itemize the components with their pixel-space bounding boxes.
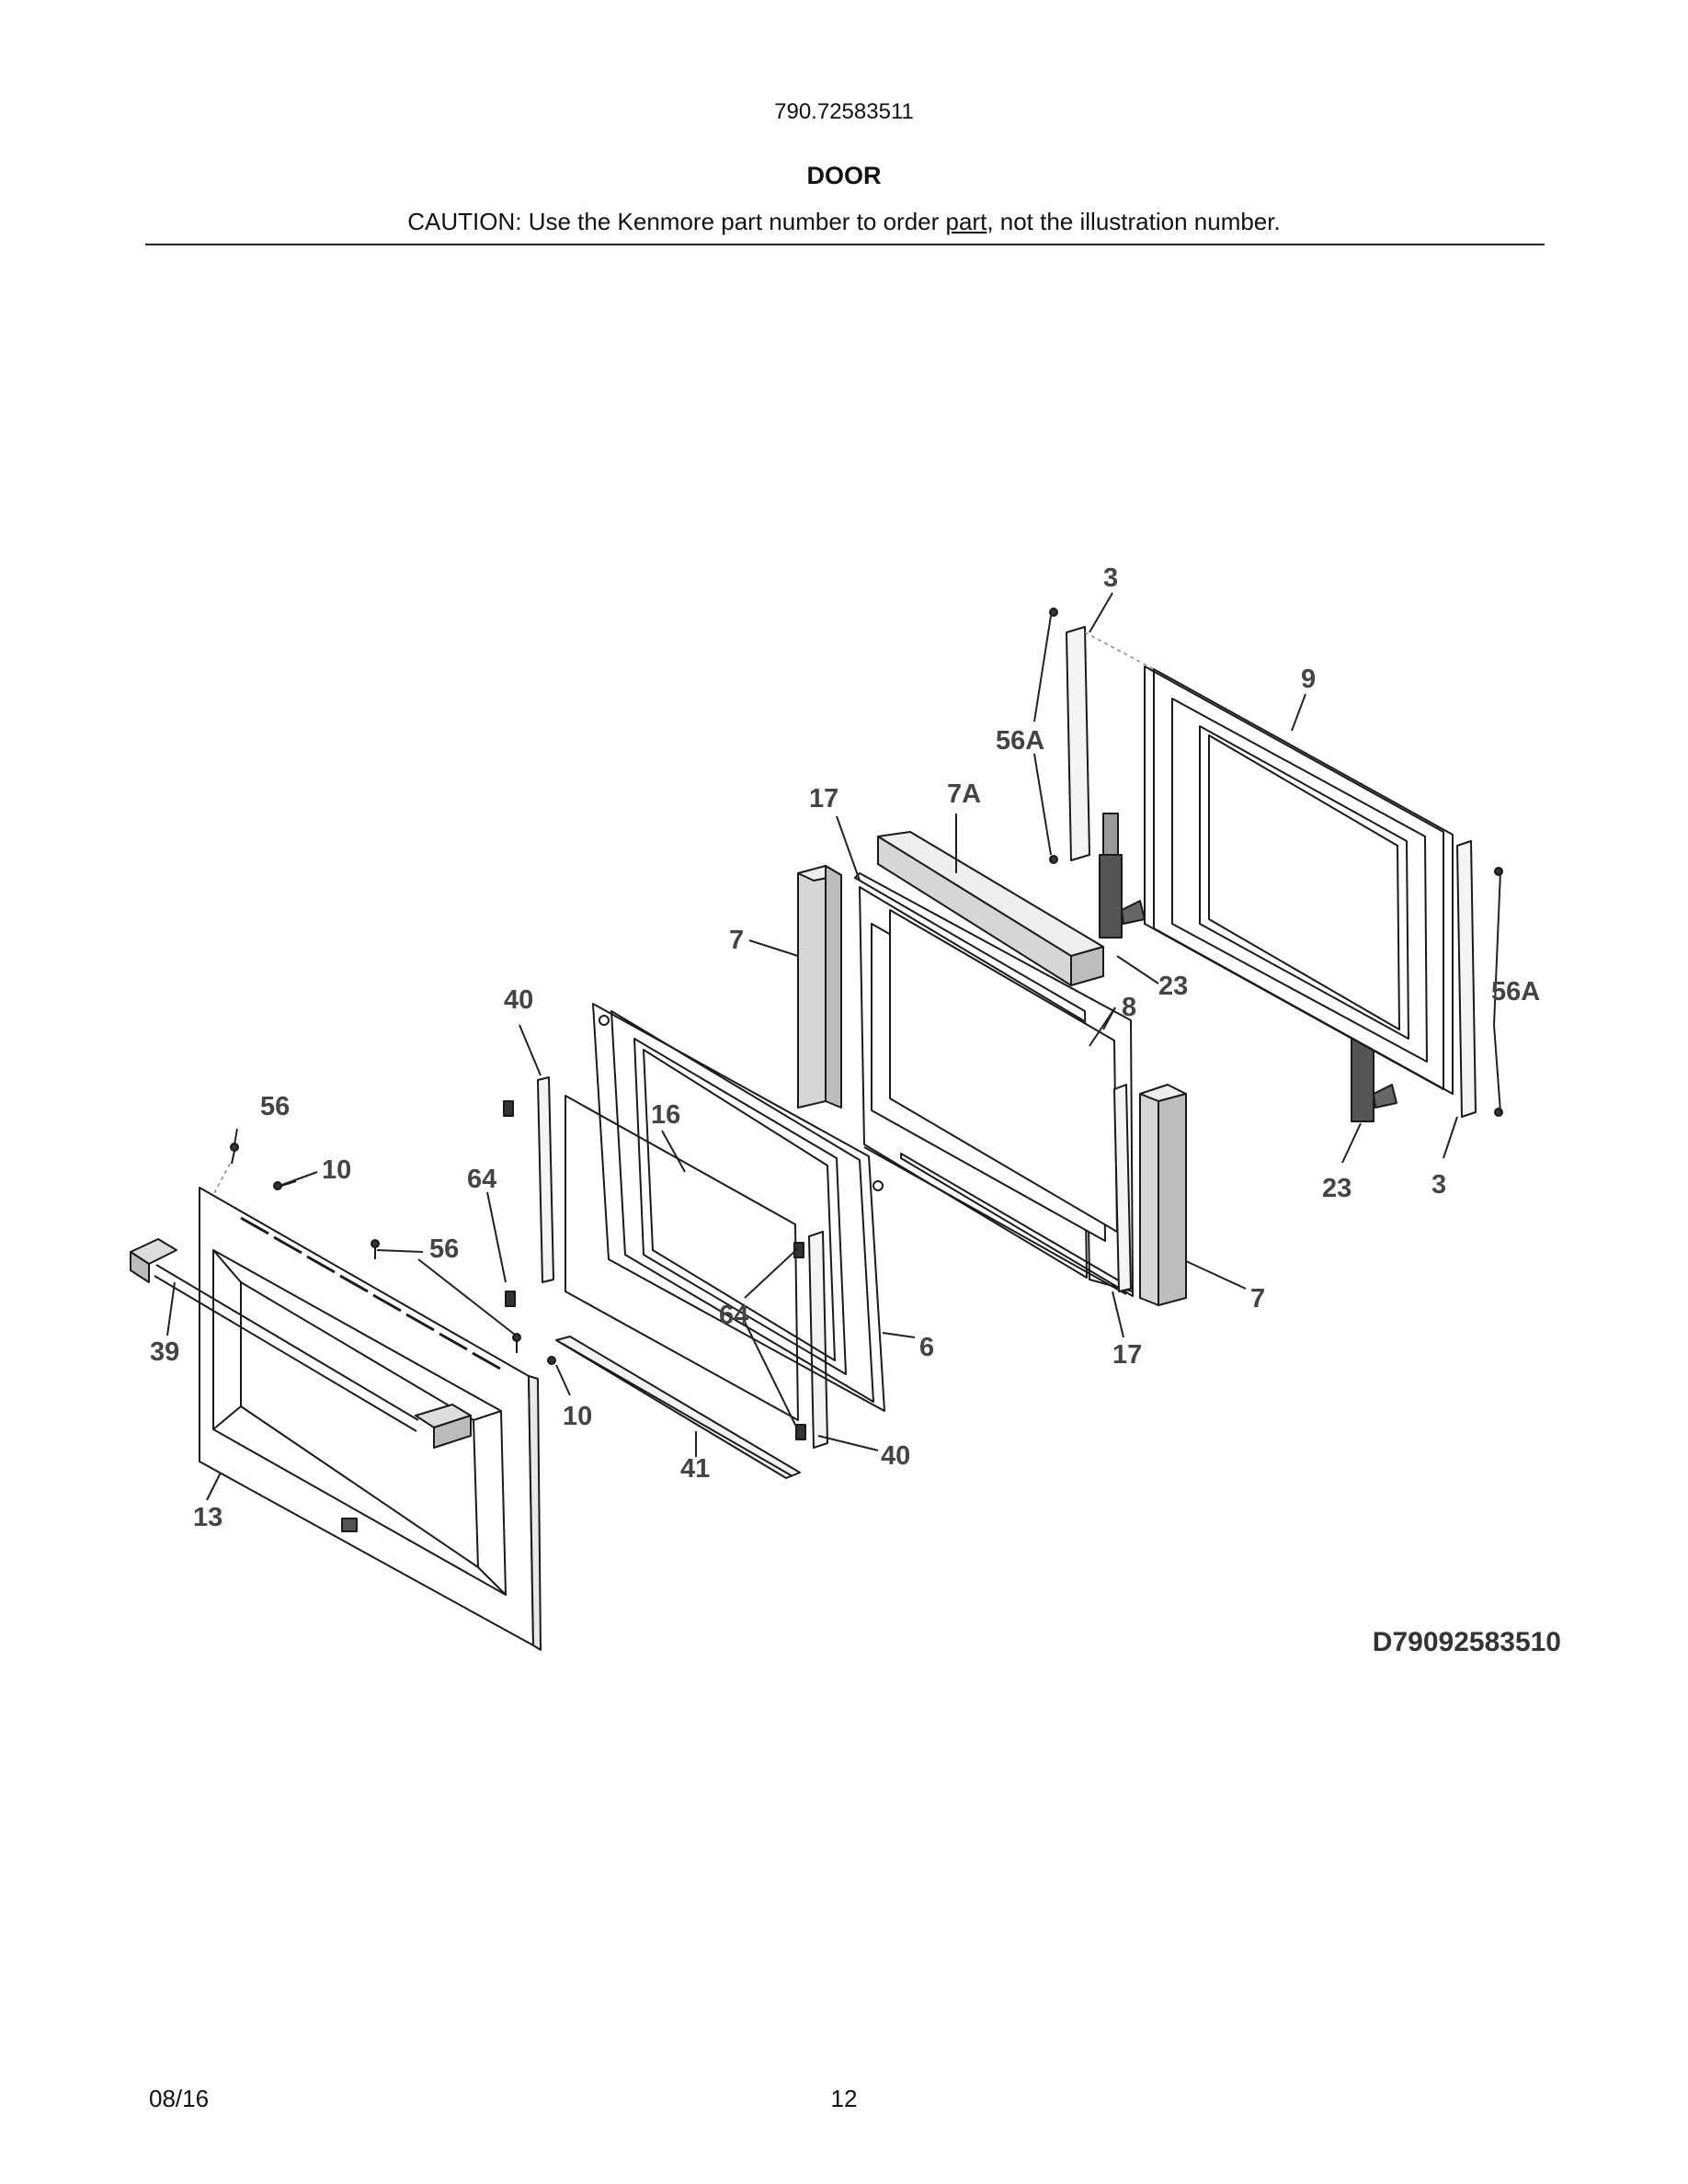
callout-10-top: 10 xyxy=(322,1155,351,1185)
callout-64-left: 64 xyxy=(467,1165,496,1194)
callout-39: 39 xyxy=(150,1337,179,1367)
door-handle xyxy=(130,1238,472,1449)
callout-6: 6 xyxy=(919,1333,934,1362)
callout-56A-left: 56A xyxy=(996,726,1044,756)
outer-door-panel xyxy=(199,1187,542,1651)
inner-door-frame xyxy=(1144,665,1454,1095)
caution-prefix: CAUTION: Use the Kenmore part number to … xyxy=(407,208,946,235)
callout-16: 16 xyxy=(651,1100,680,1130)
footer-date: 08/16 xyxy=(149,2085,210,2112)
callout-23-top: 23 xyxy=(1158,972,1188,1001)
callout-9: 9 xyxy=(1301,665,1316,694)
callout-10-bottom: 10 xyxy=(563,1402,592,1431)
page-number: 12 xyxy=(830,2085,858,2112)
callout-56A-right: 56A xyxy=(1491,977,1540,1007)
caution-underlined-word: part xyxy=(945,208,987,235)
callout-7-left: 7 xyxy=(729,926,744,955)
callout-7-right: 7 xyxy=(1250,1284,1265,1314)
insulation-right xyxy=(1139,1084,1187,1306)
caution-suffix: , not the illustration number. xyxy=(987,208,1281,235)
callout-41: 41 xyxy=(680,1454,710,1484)
callout-56-top: 56 xyxy=(260,1092,290,1121)
hinge-left xyxy=(1099,813,1146,938)
callout-3-top: 3 xyxy=(1103,563,1118,593)
callout-17-bottom: 17 xyxy=(1112,1340,1142,1370)
callout-7A: 7A xyxy=(947,779,981,809)
callout-40-left: 40 xyxy=(504,985,533,1015)
section-title: DOOR xyxy=(806,162,882,189)
caution-note: CAUTION: Use the Kenmore part number to … xyxy=(0,208,1688,236)
callout-56-middle: 56 xyxy=(429,1234,459,1264)
header-divider xyxy=(145,244,1545,245)
callout-23-bottom: 23 xyxy=(1322,1174,1352,1203)
insulation-left xyxy=(797,865,842,1109)
door-liner xyxy=(592,1003,885,1412)
callout-17-top: 17 xyxy=(809,784,838,813)
callout-64-middle: 64 xyxy=(719,1301,748,1330)
callout-40-bottom: 40 xyxy=(881,1441,910,1471)
callout-8: 8 xyxy=(1122,993,1136,1022)
callout-13: 13 xyxy=(193,1503,222,1532)
model-number: 790.72583511 xyxy=(774,99,914,124)
drawing-code: D79092583510 xyxy=(1372,1627,1561,1657)
insulation-top xyxy=(877,831,1104,986)
callout-3-bottom: 3 xyxy=(1431,1170,1446,1200)
